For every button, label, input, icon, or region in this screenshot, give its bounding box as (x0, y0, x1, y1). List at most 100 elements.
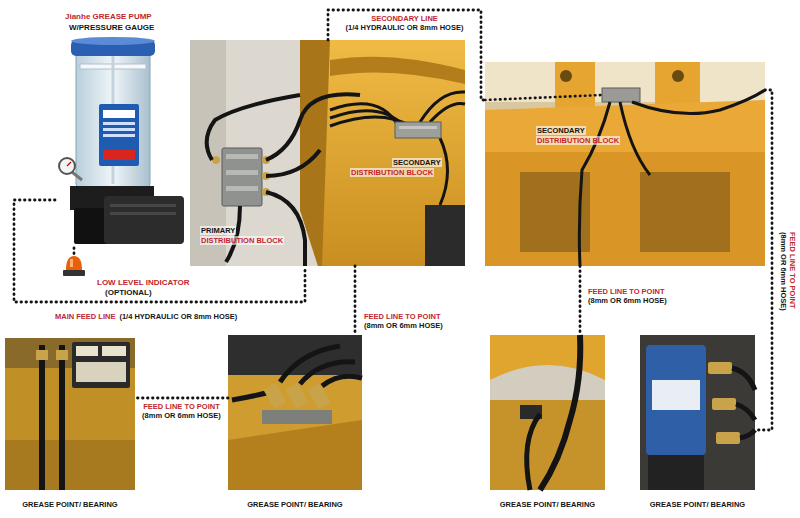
feed-line (755, 90, 772, 430)
grease-point-photo-part (102, 346, 126, 356)
distribution-blocks-photo-part (190, 40, 465, 266)
node-text: DISTRIBUTION BLOCK (350, 168, 434, 177)
grease-point-photo-part (59, 345, 65, 490)
text-slot: SECONDARY (392, 158, 442, 167)
low-level-beacon-part (70, 259, 73, 267)
grease-pump-photo-part (99, 104, 139, 166)
distribution-blocks-photo-part (300, 40, 465, 266)
caption-text: GREASE POINT/ BEARING (22, 500, 117, 509)
grease-pump-photo-part (110, 212, 176, 215)
low-level-beacon (63, 256, 85, 276)
grease-point-photo (228, 335, 362, 490)
grease-point-node: GREASE POINT/ BEARING (5, 338, 135, 505)
caption-text: GREASE POINT/ BEARING (500, 500, 595, 509)
grease-point-photo-part (307, 383, 330, 409)
grease-point-photo-part (285, 383, 308, 409)
distribution-blocks-photo-part (420, 92, 465, 122)
grease-point-photo-part (527, 414, 540, 490)
distribution-blocks-photo-part (266, 150, 320, 176)
line-label: SECONDARY LINE (371, 14, 438, 23)
text-slot: DISTRIBUTION BLOCK (200, 236, 284, 245)
grease-pump-photo-part (103, 110, 135, 118)
distribution-blocks-photo-part (425, 205, 465, 266)
grease-point-photo-part (36, 350, 48, 360)
text-slot: GREASE POINT/ BEARING (228, 493, 362, 511)
line-label: FEED LINE TO POINT (364, 312, 441, 321)
hose-spec: (1/4 HYDRAULIC OR 8mm HOSE) (119, 312, 237, 321)
grease-point-photo-part (263, 383, 286, 409)
node-heading: SECONDARY (536, 126, 586, 135)
text-slot: PRIMARY (200, 226, 236, 235)
indicator-node: LOW LEVEL INDICATOR(OPTIONAL) (62, 256, 193, 298)
boom-frame-photo-part (485, 95, 602, 100)
grease-point-photo-part (540, 335, 580, 490)
grease-point-photo-part (732, 368, 755, 390)
line-label-group: FEED LINE TO POINT(8mm OR 6mm HOSE) (142, 402, 221, 420)
line-label: FEED LINE TO POINT (788, 232, 797, 309)
grease-point-photo-part (76, 362, 126, 382)
pump-node: Jianhe GREASE PUMPW/PRESSURE GAUGE (55, 10, 190, 248)
text-slot: GREASE POINT/ BEARING (5, 493, 135, 511)
distribution-blocks-photo-part (330, 57, 465, 84)
distribution-blocks-photo-part (440, 138, 448, 205)
grease-point-photo-part (56, 350, 68, 360)
distribution-blocks-photo (190, 40, 465, 266)
grease-point-photo-part (646, 345, 706, 455)
line-label-group: MAIN FEED LINE(1/4 HYDRAULIC OR 8mm HOSE… (55, 305, 237, 323)
low-level-beacon-part (63, 270, 85, 276)
grease-point-photo-part (740, 430, 755, 438)
grease-point-photo-part (652, 380, 700, 410)
grease-point-node: GREASE POINT/ BEARING (228, 335, 362, 505)
grease-pump-photo-part (103, 122, 135, 125)
text-slot: GREASE POINT/ BEARING (640, 493, 755, 511)
node-heading: SECONDARY (392, 158, 442, 167)
grease-point-photo-part (228, 420, 362, 490)
text-slot: SECONDARY (536, 126, 586, 135)
text-slot: Jianhe GREASE PUMP (65, 12, 152, 22)
grease-point-node: GREASE POINT/ BEARING (640, 335, 755, 505)
grease-pump-photo-part (67, 162, 71, 166)
node-text: DISTRIBUTION BLOCK (200, 236, 284, 245)
text-slot: LOW LEVEL INDICATOR (97, 278, 189, 288)
grease-pump-photo-part (59, 158, 75, 174)
grease-pump-photo-part (104, 196, 184, 244)
line-label-group: FEED LINE TO POINT(8mm OR 6mm HOSE) (779, 232, 797, 311)
node-text: (OPTIONAL) (105, 288, 152, 298)
node-text: W/PRESSURE GAUGE (69, 23, 154, 33)
grease-pump-photo (59, 37, 184, 244)
grease-pump-photo-part (71, 37, 155, 45)
boom-frame-photo-part (620, 102, 650, 175)
distribution-blocks-photo-part (266, 192, 305, 266)
boom-frame-photo-part (485, 62, 765, 266)
distribution-blocks-photo-part (212, 156, 220, 164)
hose-spec: (8mm OR 6mm HOSE) (588, 296, 667, 305)
grease-point-photo-part (640, 335, 755, 490)
feed-line (14, 200, 305, 302)
line-label: FEED LINE TO POINT (143, 402, 220, 411)
line-label: FEED LINE TO POINT (588, 287, 665, 296)
secondary-block-node: SECONDARYDISTRIBUTION BLOCK (485, 62, 765, 266)
grease-point-photo (640, 335, 755, 490)
grease-point-photo-part (648, 455, 704, 490)
distribution-blocks-photo-part (399, 126, 437, 129)
distribution-blocks-photo-part (226, 170, 258, 175)
distribution-blocks-photo-part (430, 103, 465, 122)
line-label-group: FEED LINE TO POINT(8mm OR 6mm HOSE) (364, 312, 443, 330)
node-heading: LOW LEVEL INDICATOR (97, 278, 189, 288)
grease-point-photo-part (232, 392, 270, 400)
feed-line (73, 248, 76, 256)
secondary-block-node: SECONDARYDISTRIBUTION BLOCK (320, 40, 465, 266)
feed-line (579, 266, 582, 335)
text-slot: GREASE POINT/ BEARING (490, 493, 605, 511)
feed-line (354, 266, 357, 335)
grease-point-photo-part (322, 376, 362, 386)
boom-frame-photo (485, 62, 765, 266)
grease-pump-photo-part (76, 52, 150, 188)
grease-point-photo-part (76, 346, 98, 356)
grease-point-photo-part (490, 335, 605, 380)
grease-pump-photo-part (110, 204, 176, 207)
hose-spec: (1/4 HYDRAULIC OR 8mm HOSE) (346, 23, 464, 32)
grease-point-photo-part (716, 432, 740, 444)
